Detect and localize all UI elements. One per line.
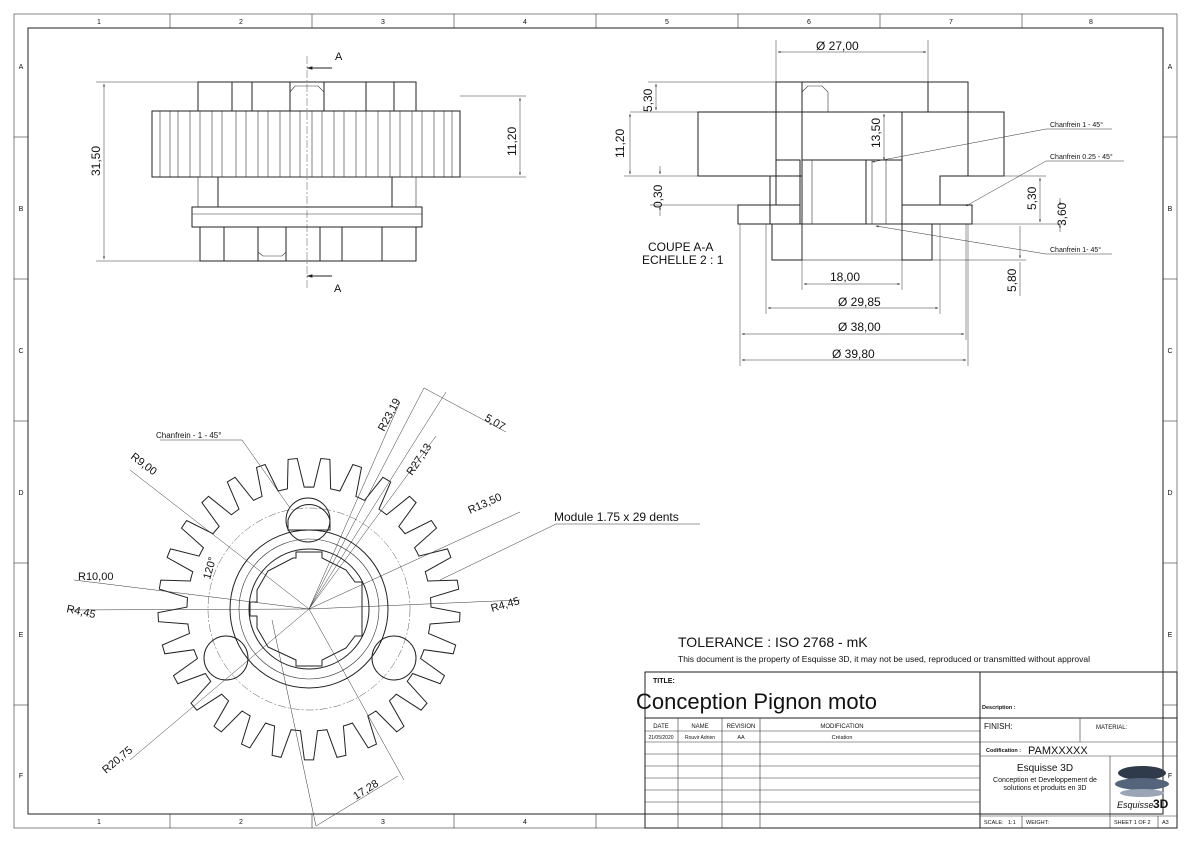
dim-d27: Ø 27,00 bbox=[816, 39, 859, 53]
frame: 1 2 3 4 5 6 7 8 1 2 3 4 A B C D E F A B … bbox=[13, 13, 1178, 829]
grid-col-4-bottom: 4 bbox=[523, 819, 527, 826]
dim-17-28: 17,28 bbox=[351, 778, 381, 803]
callout-chamfer-2: Chanfrein 0.25 - 45° bbox=[1050, 153, 1113, 161]
section-title: COUPE A-A bbox=[648, 240, 713, 254]
callout-chamfer-1: Chanfrein 1 - 45° bbox=[1050, 121, 1103, 129]
company-desc-1: Conception et Developpement de bbox=[993, 777, 1097, 784]
grid-row-a: A bbox=[19, 64, 24, 71]
title-block: TITLE: Conception Pignon moto Descriptio… bbox=[636, 671, 1178, 829]
dim-18: 18,00 bbox=[830, 270, 860, 284]
gear-teeth-outline bbox=[157, 457, 461, 761]
company-name: Esquisse 3D bbox=[1017, 763, 1073, 774]
dim-5-30-left: 5,30 bbox=[641, 88, 655, 112]
gear-module-label: Module 1.75 x 29 dents bbox=[554, 510, 679, 524]
grid-row-a-right: A bbox=[1168, 64, 1173, 71]
grid-row-e-right: E bbox=[1168, 632, 1173, 639]
grid-col-2: 2 bbox=[239, 19, 243, 26]
grid-row-e: E bbox=[19, 632, 24, 639]
sheet-info: SHEET 1 OF 2 bbox=[1114, 820, 1151, 826]
grid-col-6: 6 bbox=[807, 19, 811, 26]
grid-col-8: 8 bbox=[1089, 19, 1093, 26]
dim-r13-50: R13,50 bbox=[466, 491, 503, 516]
description-label: Description : bbox=[982, 705, 1016, 711]
grid-row-c: C bbox=[18, 348, 23, 355]
dim-31-50: 31,50 bbox=[89, 146, 103, 176]
rev-header-revision: REVISION bbox=[727, 724, 756, 730]
rev-header-date: DATE bbox=[653, 724, 669, 730]
grid-row-b: B bbox=[19, 206, 24, 213]
scale-label: SCALE: bbox=[984, 820, 1004, 826]
gear-view: Chanfrein - 1 - 45° Module 1.75 x 29 den… bbox=[65, 387, 700, 827]
dim-0-30: 0,30 bbox=[651, 184, 665, 208]
weight-label: WEIGHT: bbox=[1026, 820, 1049, 826]
title-label: TITLE: bbox=[653, 678, 675, 685]
dim-angle-120: 120° bbox=[201, 556, 219, 581]
callout-chamfer-3: Chanfrein 1- 45° bbox=[1050, 246, 1101, 254]
grid-col-3: 3 bbox=[381, 19, 385, 26]
dim-d39-80: Ø 39,80 bbox=[832, 347, 875, 361]
grid-row-d-right: D bbox=[1167, 490, 1172, 497]
grid-row-f-right: F bbox=[1168, 773, 1172, 780]
dim-d38: Ø 38,00 bbox=[838, 320, 881, 334]
grid-col-4: 4 bbox=[523, 19, 527, 26]
grid-row-d: D bbox=[18, 490, 23, 497]
rev-header-modification: MODIFICATION bbox=[820, 724, 863, 730]
gear-chamfer-label: Chanfrein - 1 - 45° bbox=[156, 431, 221, 440]
dim-d29-85: Ø 29,85 bbox=[838, 295, 881, 309]
dim-13-50: 13,50 bbox=[869, 118, 883, 148]
dim-5-80: 5,80 bbox=[1005, 268, 1019, 292]
dim-r10: R10,00 bbox=[78, 571, 113, 583]
sheet-size: A3 bbox=[1162, 820, 1169, 826]
scale-value: 1:1 bbox=[1008, 820, 1016, 826]
material-label: MATERIAL: bbox=[1096, 725, 1128, 731]
logo-text: Esquisse bbox=[1117, 800, 1154, 810]
grid-row-b-right: B bbox=[1168, 206, 1173, 213]
section-marker-bottom: A bbox=[334, 283, 342, 295]
dim-r4-45-left: R4,45 bbox=[65, 603, 96, 621]
dim-r23-19: R23,19 bbox=[376, 396, 403, 433]
dim-r4-45-right: R4,45 bbox=[490, 595, 522, 615]
grid-col-7: 7 bbox=[949, 19, 953, 26]
drawing-title: Conception Pignon moto bbox=[636, 689, 877, 714]
section-view: Ø 27,00 5,30 11,20 0,30 13,50 5,30 3,60 … bbox=[613, 39, 1124, 366]
rev-revision: AA bbox=[737, 735, 745, 741]
rev-header-name: NAME bbox=[691, 724, 708, 730]
codification-value: PAMXXXXX bbox=[1028, 745, 1088, 757]
dim-r27-13: R27,13 bbox=[405, 442, 435, 478]
company-desc-2: solutions et produits en 3D bbox=[1004, 785, 1087, 792]
dim-5-30-right: 5,30 bbox=[1025, 186, 1039, 210]
grid-row-c-right: C bbox=[1167, 348, 1172, 355]
tolerance-note: TOLERANCE : ISO 2768 - mK bbox=[678, 634, 868, 650]
logo-3d: 3D bbox=[1153, 797, 1169, 811]
property-note: This document is the property of Esquiss… bbox=[678, 654, 1090, 664]
rev-name: Rouvir Adrien bbox=[685, 735, 715, 741]
grid-col-5: 5 bbox=[665, 19, 669, 26]
dim-3-60: 3,60 bbox=[1055, 202, 1069, 226]
grid-col-1-bottom: 1 bbox=[97, 819, 101, 826]
grid-row-f: F bbox=[19, 773, 23, 780]
dim-11-20-section: 11,20 bbox=[613, 129, 627, 158]
company-logo: Esquisse 3D bbox=[1115, 766, 1169, 811]
rev-date: 21/05/2020 bbox=[648, 735, 673, 741]
section-marker-top: A bbox=[335, 51, 343, 63]
grid-col-2-bottom: 2 bbox=[239, 819, 243, 826]
grid-col-3-bottom: 3 bbox=[381, 819, 385, 826]
dim-11-20: 11,20 bbox=[505, 127, 519, 156]
finish-label: FINISH: bbox=[984, 722, 1012, 731]
front-view: A A 31,50 11,20 bbox=[89, 51, 526, 295]
section-scale: ECHELLE 2 : 1 bbox=[642, 253, 724, 267]
rev-modification: Création bbox=[832, 735, 853, 741]
codification-label: Codification : bbox=[986, 748, 1021, 754]
dim-r9: R9,00 bbox=[128, 451, 159, 478]
grid-col-1: 1 bbox=[97, 19, 101, 26]
dim-r20-75: R20,75 bbox=[100, 744, 135, 776]
dim-5-07: 5,07 bbox=[483, 412, 508, 433]
